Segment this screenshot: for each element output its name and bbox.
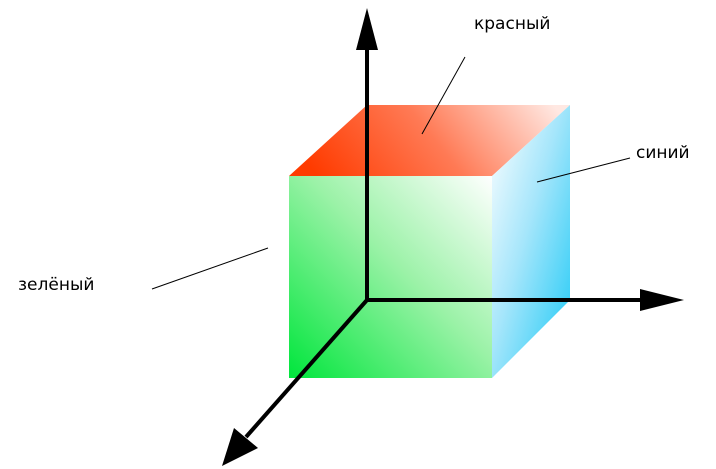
cube-top-face <box>289 105 570 176</box>
blue-leader-line <box>536 157 631 183</box>
diagonal-axis-arrowhead <box>222 428 258 466</box>
cube-front-face <box>289 176 492 378</box>
horizontal-axis-arrowhead <box>640 289 684 311</box>
vertical-axis-arrowhead <box>356 8 378 50</box>
cube-side-face <box>492 105 570 378</box>
red-leader-line <box>421 56 466 135</box>
green-leader-line <box>151 247 269 290</box>
diagonal-axis <box>244 298 369 439</box>
blue-face-label: синий <box>636 143 690 163</box>
green-face-label: зелёный <box>18 275 94 295</box>
red-face-label: красный <box>474 14 550 34</box>
